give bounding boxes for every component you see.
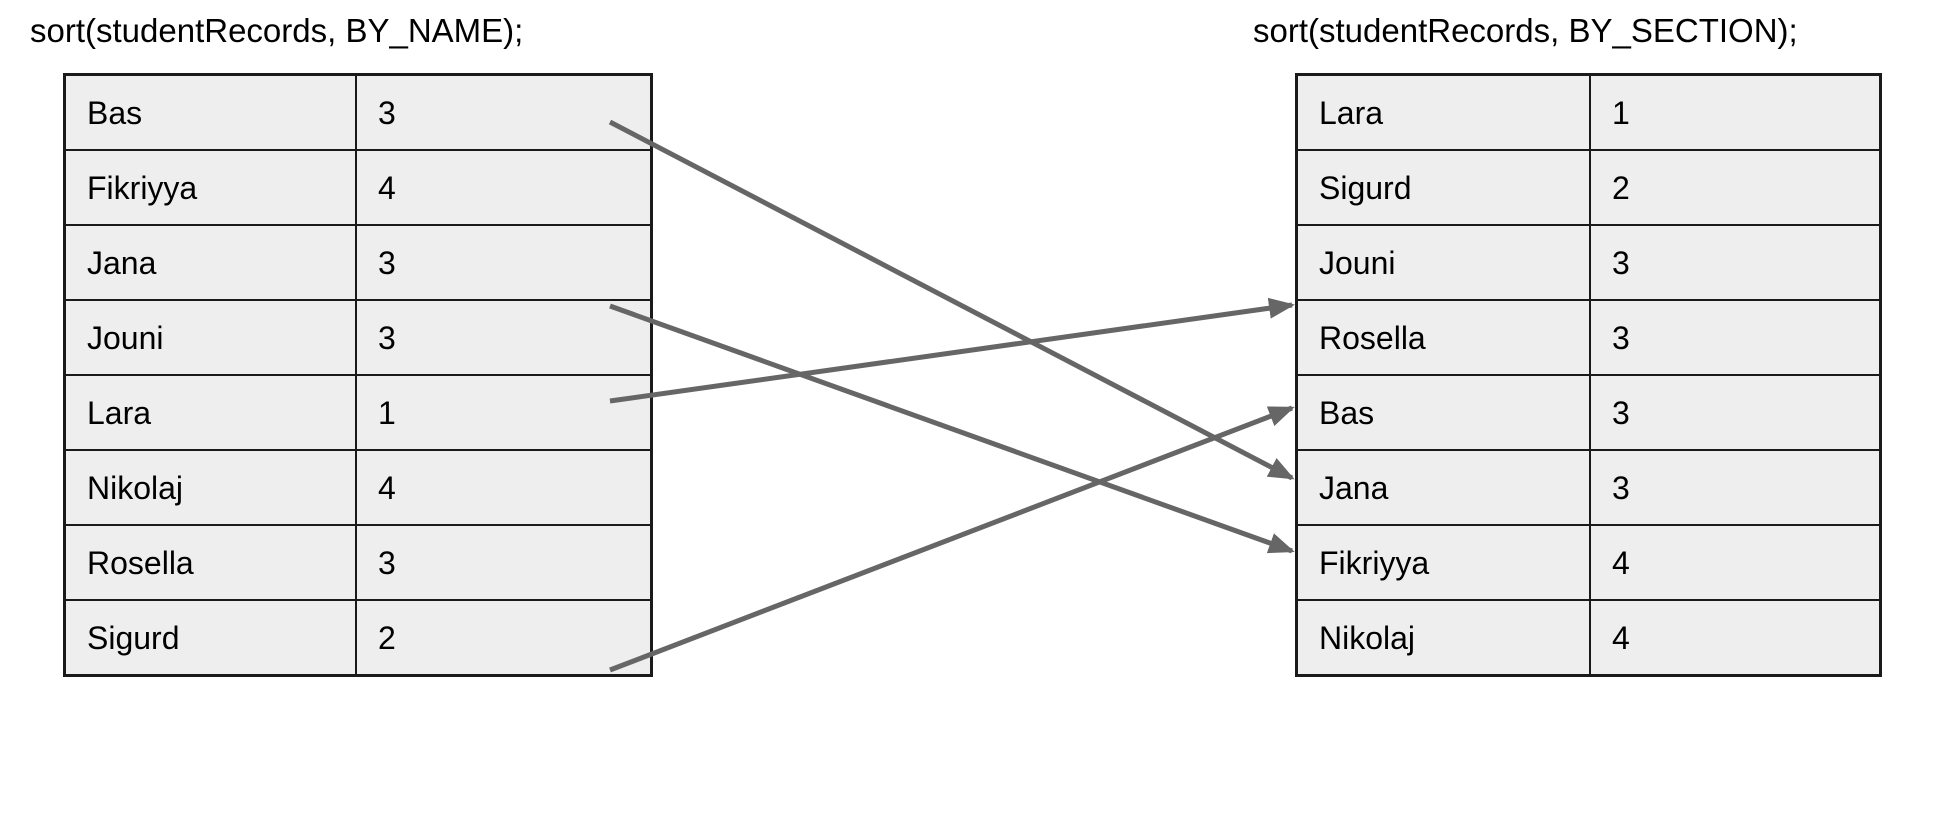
cell-section: 3 [1589, 449, 1882, 526]
right-table-caption: sort(studentRecords, BY_SECTION); [1253, 12, 1798, 49]
mapping-arrow-jouni [609, 297, 1295, 404]
cell-name: Lara [63, 374, 357, 451]
right-table-body: Lara 1 Sigurd 2 Jouni 3 Rosella 3 Bas 3 … [1295, 73, 1882, 677]
mapping-arrow-rosella [609, 405, 1295, 673]
cell-section: 4 [355, 149, 653, 226]
table-row: Fikriyya 4 [63, 149, 653, 226]
cell-section: 2 [1589, 149, 1882, 226]
cell-name: Lara [1295, 73, 1591, 151]
cell-name: Bas [63, 73, 357, 151]
cell-name: Rosella [63, 524, 357, 601]
table-row: Sigurd 2 [63, 599, 653, 677]
cell-section: 1 [1589, 73, 1882, 151]
cell-section: 2 [355, 599, 653, 677]
cell-section: 4 [1589, 524, 1882, 601]
cell-name: Nikolaj [1295, 599, 1591, 677]
left-table-caption: sort(studentRecords, BY_NAME); [30, 12, 524, 49]
table-row: Sigurd 2 [1295, 149, 1882, 226]
cell-section: 3 [355, 73, 653, 151]
table-row: Lara 1 [1295, 73, 1882, 151]
cell-section: 3 [1589, 374, 1882, 451]
cell-section: 3 [355, 524, 653, 601]
cell-section: 1 [355, 374, 653, 451]
table-row: Bas 3 [63, 73, 653, 151]
table-row: Jana 3 [1295, 449, 1882, 526]
sorted-by-name-table: Bas 3 Fikriyya 4 Jana 3 Jouni 3 Lara 1 N… [63, 73, 653, 677]
cell-name: Jouni [63, 299, 357, 376]
mapping-arrow-jana [609, 303, 1295, 554]
cell-name: Jouni [1295, 224, 1591, 301]
cell-section: 3 [355, 224, 653, 301]
table-row: Jana 3 [63, 224, 653, 301]
cell-section: 3 [1589, 299, 1882, 376]
table-row: Nikolaj 4 [63, 449, 653, 526]
cell-name: Jana [63, 224, 357, 301]
cell-section: 4 [355, 449, 653, 526]
cell-name: Nikolaj [63, 449, 357, 526]
table-row: Jouni 3 [63, 299, 653, 376]
mapping-arrows [608, 119, 1295, 673]
cell-section: 3 [1589, 224, 1882, 301]
cell-name: Rosella [1295, 299, 1591, 376]
cell-name: Fikriyya [1295, 524, 1591, 601]
table-row: Lara 1 [63, 374, 653, 451]
table-row: Rosella 3 [1295, 299, 1882, 376]
cell-section: 4 [1589, 599, 1882, 677]
table-row: Nikolaj 4 [1295, 599, 1882, 677]
cell-name: Fikriyya [63, 149, 357, 226]
table-row: Bas 3 [1295, 374, 1882, 451]
cell-name: Sigurd [1295, 149, 1591, 226]
cell-name: Bas [1295, 374, 1591, 451]
cell-name: Sigurd [63, 599, 357, 677]
cell-name: Jana [1295, 449, 1591, 526]
table-row: Fikriyya 4 [1295, 524, 1882, 601]
left-table-body: Bas 3 Fikriyya 4 Jana 3 Jouni 3 Lara 1 N… [63, 73, 653, 677]
table-row: Jouni 3 [1295, 224, 1882, 301]
mapping-arrow-bas [608, 119, 1295, 481]
cell-section: 3 [355, 299, 653, 376]
sorted-by-section-table: Lara 1 Sigurd 2 Jouni 3 Rosella 3 Bas 3 … [1295, 73, 1882, 677]
table-row: Rosella 3 [63, 524, 653, 601]
